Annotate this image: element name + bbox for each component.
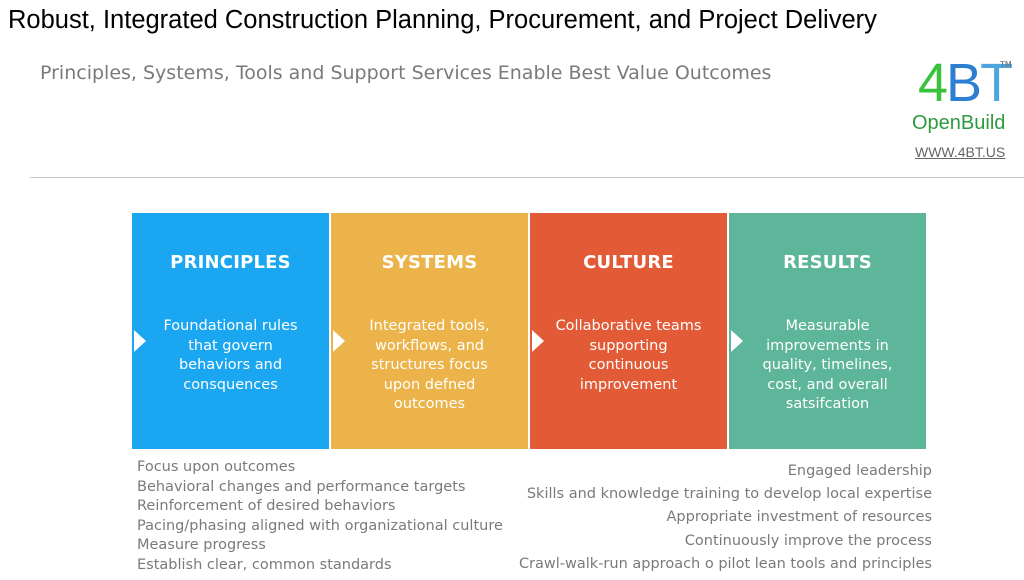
list-item: Continuously improve the process [684,532,932,549]
list-item: Measure progress [137,537,266,553]
logo-mark-4: 4 [918,53,948,113]
results-box: RESULTS Measurable improvements in quali… [729,213,926,449]
list-item: Appropriate investment of resources [666,509,932,526]
arrow-right-icon [731,330,743,352]
process-boxes: PRINCIPLES Foundational rules that gover… [132,213,928,449]
header-divider [30,177,1024,178]
results-heading: RESULTS [783,252,872,273]
culture-heading: CULTURE [583,252,674,273]
page-subtitle: Principles, Systems, Tools and Support S… [40,62,772,84]
logo-mark: 4BT [918,53,1013,113]
list-item: Establish clear, common standards [137,556,392,573]
systems-text: Integrated tools, workflows, and structu… [369,318,490,412]
list-item: Focus upon outcomes [137,459,296,475]
website-link[interactable]: WWW.4BT.US [915,144,1006,160]
systems-box: SYSTEMS Integrated tools, workflows, and… [331,213,528,449]
support-list: Engaged leadership Skills and knowledge … [519,460,932,576]
results-text: Measurable improvements in quality, time… [762,318,893,412]
list-item: Behavioral changes and performance targe… [137,478,466,495]
arrow-right-icon [333,330,345,352]
logo-name: OpenBuild [912,112,1006,134]
logo[interactable]: 4BT TM OpenBuild WWW.4BT.US [900,56,1024,166]
trademark-symbol: TM [1000,60,1012,69]
list-item: Pacing/phasing aligned with organization… [137,517,503,534]
principles-list: Focus upon outcomes Behavioral changes a… [137,458,503,575]
list-item: Skills and knowledge training to develop… [526,486,932,503]
culture-text: Collaborative teams supporting continuou… [555,318,702,393]
list-item: Reinforcement of desired behaviors [137,498,396,514]
systems-heading: SYSTEMS [381,252,478,273]
culture-box: CULTURE Collaborative teams supporting c… [530,213,727,449]
list-item: Engaged leadership [787,463,932,479]
principles-box: PRINCIPLES Foundational rules that gover… [132,213,329,449]
list-item: Crawl-walk-run approach o pilot lean too… [518,555,932,572]
arrow-right-icon [532,330,544,352]
logo-mark-b: B [946,53,982,113]
page-title: Robust, Integrated Construction Planning… [8,6,877,34]
principles-text: Foundational rules that govern behaviors… [163,318,298,393]
principles-heading: PRINCIPLES [170,252,291,273]
logo-mark-t: T [980,53,1013,113]
arrow-right-icon [134,330,146,352]
